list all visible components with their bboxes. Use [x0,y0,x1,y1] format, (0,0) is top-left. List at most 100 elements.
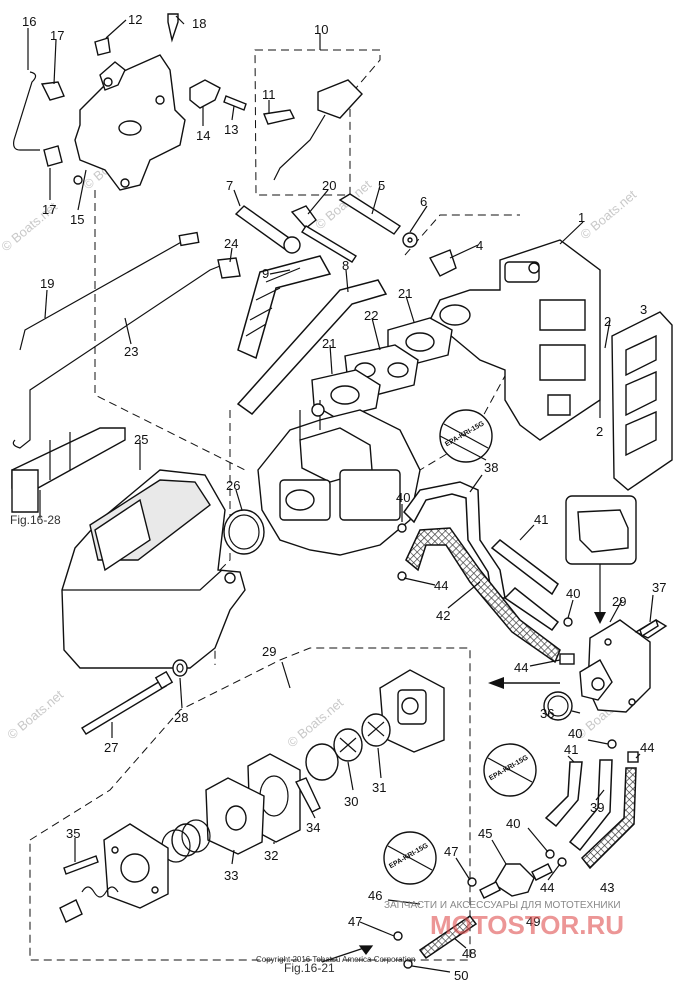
hose-39-41 [544,759,613,852]
callout-10: 10 [314,22,328,37]
clip-4 [429,249,457,277]
kit-10-outline [254,49,381,196]
callout-42: 42 [436,608,450,623]
callout-40: 40 [396,490,410,505]
brand-logo: MOTOSTOR.RU [430,910,624,940]
hose-41 [490,539,560,632]
callout-23: 23 [124,344,138,359]
choke-knob-10 [263,79,363,181]
hose-43 [580,767,637,870]
callout-25: 25 [134,432,148,447]
callout-49: 49 [526,914,540,929]
fuel-filter-45 [479,863,553,899]
carburetor [257,400,421,556]
screw-37 [639,618,659,638]
callout-40b: 40 [566,586,580,601]
callout-29: 29 [612,594,626,609]
callout-6: 6 [420,194,427,209]
callout-41: 41 [534,512,548,527]
callout-44: 44 [434,578,448,593]
callout-40d: 40 [506,816,520,831]
hose-48 [418,914,478,960]
callout-37: 37 [652,580,666,595]
air-silencer [61,469,246,669]
watermark: © Boats.net [4,687,66,743]
callout-19: 19 [40,276,54,291]
brand-caption: ЗАПЧАСТИ И АКСЕССУАРЫ ДЛЯ МОТОТЕХНИКИ [384,900,621,911]
pump-base [103,823,169,909]
callout-43: 43 [600,880,614,895]
cable-tie-20 [290,205,357,263]
pump-cover [379,669,445,753]
screw-34 [295,777,321,813]
spring-set [161,819,211,863]
callout-17b: 17 [42,202,56,217]
callout-32: 32 [264,848,278,863]
callout-44b: 44 [514,660,528,675]
fig-ref-16-28: Fig.16-28 [10,513,61,527]
callout-47b: 47 [348,914,362,929]
hose-9 [237,255,332,360]
callout-15: 15 [70,212,84,227]
pump-inset [565,495,637,624]
callout-leaders [27,15,654,973]
intake-manifold [429,239,601,441]
gasket-3 [611,311,673,491]
callout-11: 11 [262,87,276,102]
o-ring-26 [223,509,265,555]
callout-34: 34 [306,820,320,835]
bolt-5 [338,193,418,248]
callout-38: 38 [484,460,498,475]
gasket-21-22 [311,317,453,419]
callout-41b: 41 [564,742,578,757]
callout-16: 16 [22,14,36,29]
callout-36: 36 [540,706,554,721]
callout-8: 8 [342,258,349,273]
kit-29-outline [29,647,471,961]
callout-35: 35 [66,826,80,841]
callout-39: 39 [590,800,604,815]
hose-42 [405,527,561,664]
callout-44d: 44 [540,880,554,895]
callout-5: 5 [378,178,385,193]
silencer-link [11,427,126,513]
callout-47: 47 [444,844,458,859]
callout-21: 21 [398,286,412,301]
hose-8 [236,279,388,415]
screw-35 [63,855,99,875]
callout-44c: 44 [640,740,654,755]
callout-40c: 40 [568,726,582,741]
callout-21b: 21 [322,336,336,351]
choke-rod-19 [19,231,200,351]
callout-labels: 16 17 12 18 10 11 13 14 17 15 7 20 5 6 1… [10,12,666,983]
fuel-pump [579,619,668,713]
washer-28 [172,659,188,677]
washer-6 [407,237,413,243]
fig-ref-16-21: Fig.16-21 [284,961,335,975]
pump-body-33 [205,777,265,855]
diaphragms [305,713,391,781]
callout-2b: 2 [596,424,603,439]
callout-9: 9 [262,266,269,281]
callout-46: 46 [368,888,382,903]
callout-7: 7 [226,178,233,193]
leader-line [404,214,520,256]
leader-line [214,410,231,665]
flow-arrow [488,677,560,689]
callout-2: 2 [604,314,611,329]
callout-24: 24 [224,236,238,251]
callout-48: 48 [462,946,476,961]
spring-plunger [59,886,119,923]
callout-17: 17 [50,28,64,43]
callout-3: 3 [640,302,647,317]
callout-20: 20 [322,178,336,193]
link-rod-16 [13,71,65,167]
callout-30: 30 [344,794,358,809]
callout-12: 12 [128,12,142,27]
callout-18: 18 [192,16,206,31]
epa-tag: EPA-KRI-15G [483,743,537,797]
callout-14: 14 [196,128,210,143]
lever-14 [189,79,247,111]
